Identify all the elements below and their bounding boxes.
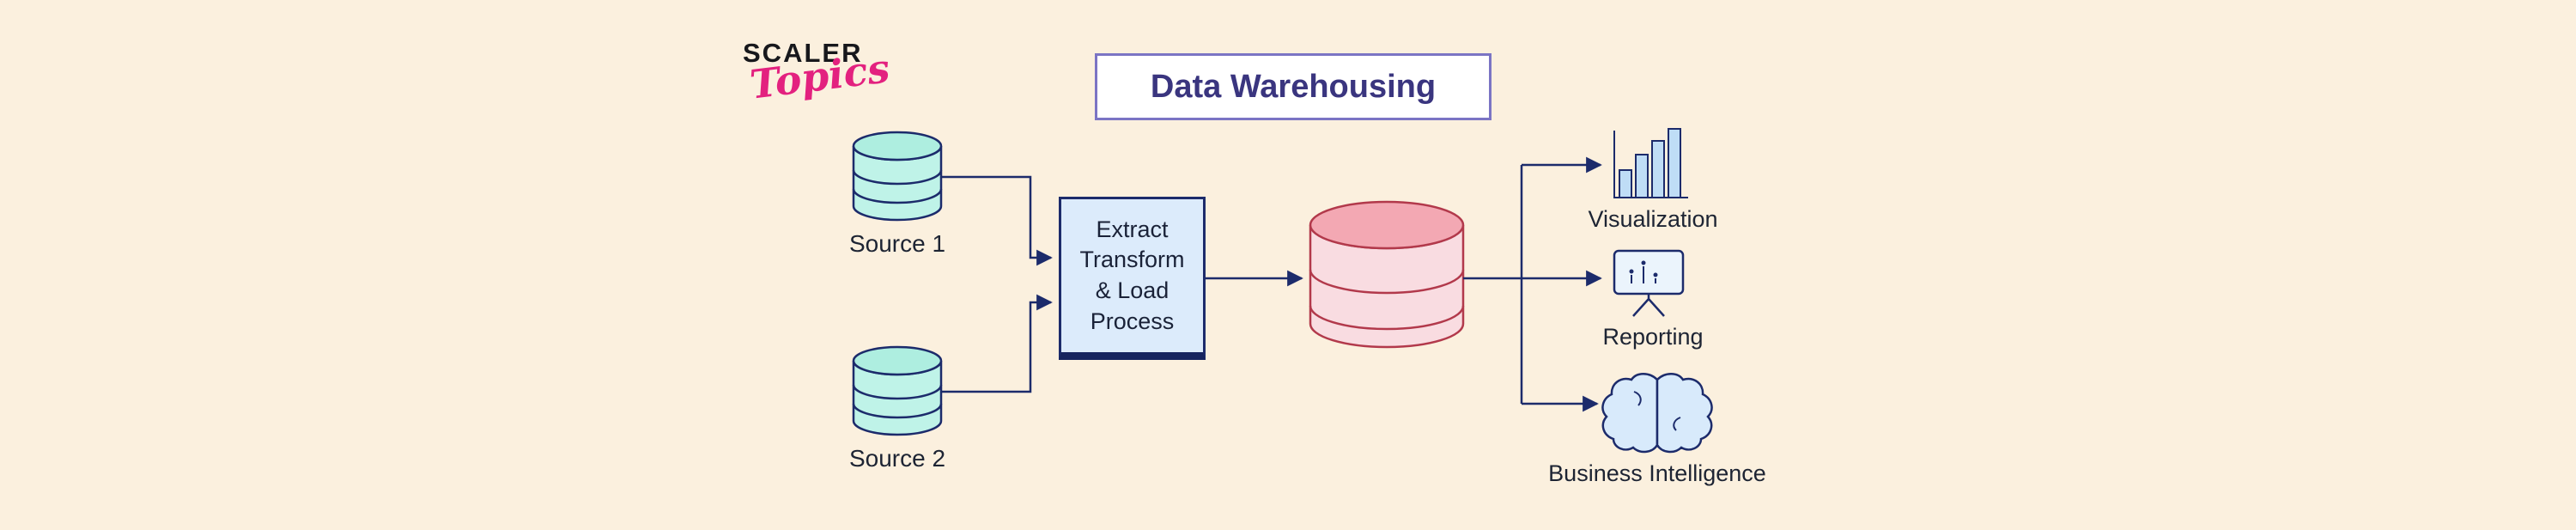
brain-icon [1601, 373, 1713, 454]
page-title: Data Warehousing [1150, 68, 1437, 105]
bar-chart-icon [1613, 128, 1688, 198]
warehouse-database-cylinder-icon [1309, 200, 1465, 349]
etl-process-label: Extract Transform & Load Process [1079, 216, 1185, 334]
brand-logo: SCALER Topics [743, 38, 914, 108]
brand-name: SCALER [743, 38, 863, 68]
source-2-label: Source 2 [848, 445, 946, 472]
connector-arrows [941, 156, 1602, 412]
connector-warehouse-split [1463, 165, 1523, 404]
source-2-database-cylinder-icon [852, 345, 943, 436]
visualization-label: Visualization [1588, 206, 1718, 232]
source-1-database-cylinder-icon [852, 131, 943, 222]
arrow-source1-to-etl [941, 175, 1053, 266]
etl-process-box: Extract Transform & Load Process [1059, 197, 1206, 360]
source-1-label: Source 1 [848, 230, 946, 257]
title-box: Data Warehousing [1095, 53, 1492, 120]
arrow-source2-to-etl [941, 294, 1053, 393]
business-intelligence-label: Business Intelligence [1548, 460, 1766, 486]
reporting-label: Reporting [1602, 324, 1704, 350]
presentation-board-icon [1613, 249, 1685, 317]
